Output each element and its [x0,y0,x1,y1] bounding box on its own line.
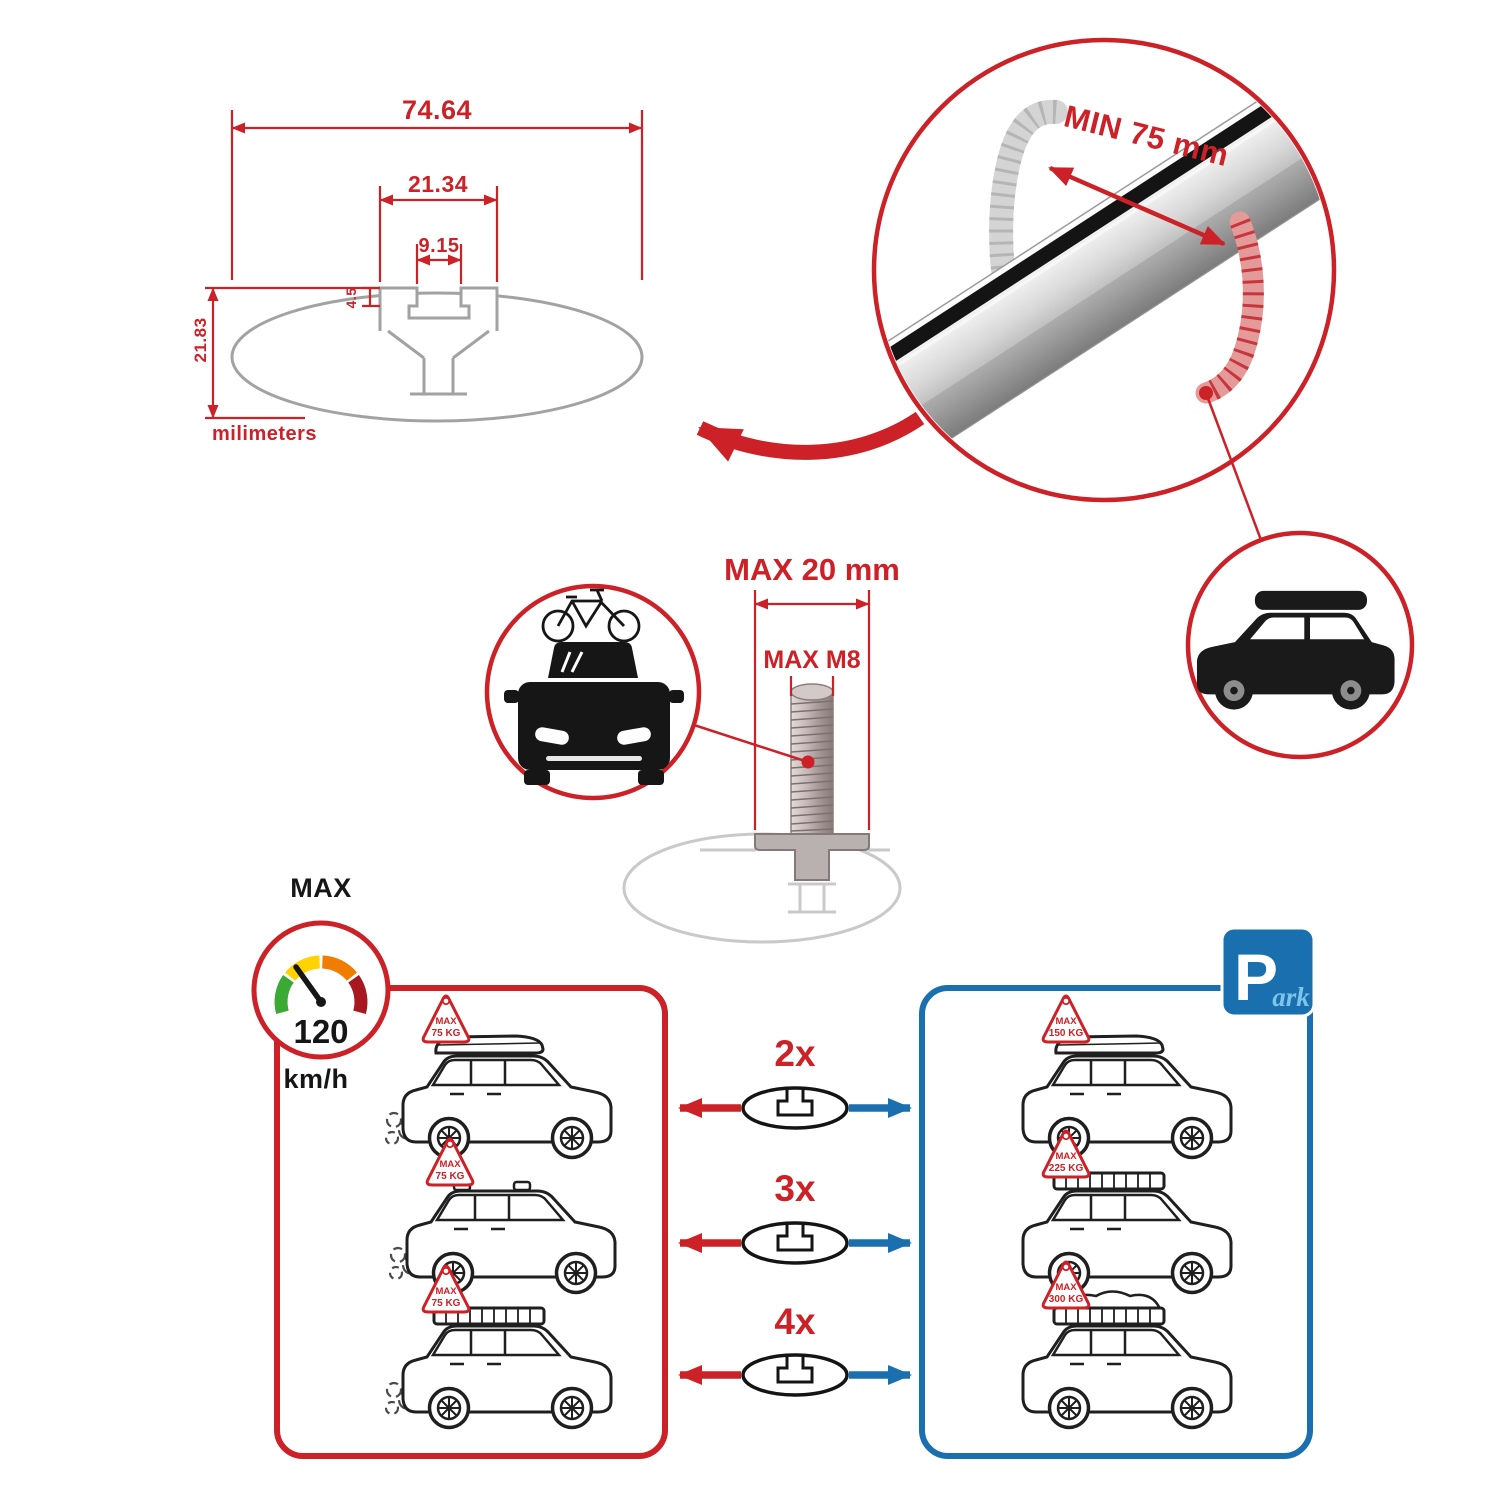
driving-car-3: MAX 75 KG [384,1264,613,1430]
speedometer-dial [251,920,391,1060]
tag-line2: 300 KG [1049,1294,1084,1305]
dim-lip-depth: 4.5 [343,288,359,309]
tag-line1: MAX [1055,1016,1077,1027]
parking-sign-suffix: ark [1272,982,1310,1012]
t-bolt-illustration [754,683,870,881]
speedometer-needle [293,964,324,1005]
load-tag: MAX 225 KG [1041,1129,1091,1179]
profile-slot-block [378,286,499,331]
multiplier-2x: 2x [774,1033,816,1074]
bolt-max-thread-label: MAX M8 [763,646,860,674]
parking-sign-letter: P [1234,940,1278,1014]
multiplier-3x: 3x [774,1168,816,1209]
bolt-max-length-label: MAX 20 mm [724,552,900,587]
tag-line1: MAX [439,1159,461,1170]
load-tag: MAX 75 KG [421,994,471,1044]
speed-value: 120 [293,1013,348,1050]
tag-line2: 225 KG [1049,1163,1084,1174]
faded-profile-lines [700,848,890,914]
dim-slot-inner-width: 9.15 [419,235,460,257]
driving-car-1: MAX 75 KG [384,994,613,1160]
crossbar-section-icon [741,1353,849,1397]
min-span-label: MIN 75 mm [1061,98,1233,173]
units-label: milimeters [212,423,317,445]
tag-line2: 75 KG [432,1028,461,1039]
speed-max-label: MAX [290,873,352,903]
tag-line2: 150 KG [1049,1028,1084,1039]
car-front-icon [504,642,684,785]
dim-slot-outer-width: 21.34 [408,171,468,197]
tag-line2: 75 KG [436,1171,465,1182]
tag-line1: MAX [435,1016,457,1027]
tag-line1: MAX [1055,1282,1077,1293]
load-tag: MAX 75 KG [421,1264,471,1314]
speedometer-needle-hub [316,997,326,1007]
load-tag: MAX 150 KG [1041,994,1091,1044]
parked-panel: MAX 150 KG MAX 225 KG MAX 300 KG [1021,994,1233,1430]
detail-circle-outline [871,37,1337,503]
driving-panel: MAX 75 KG MAX 75 KG MAX 75 KG [384,994,617,1430]
load-tag: MAX 75 KG [425,1137,475,1187]
crossbar-detail-circle: MIN 75 mm [696,37,1337,541]
dimension-lines [205,110,644,420]
crossbar-section-icon [741,1221,849,1265]
speedometer-icon: MAX 120 km/h [251,873,391,1094]
arrow-to-profile-diagram [696,411,925,462]
speed-units: km/h [283,1064,348,1094]
tag-line1: MAX [435,1286,457,1297]
clamp-strap-front-icon [1195,211,1264,404]
profile-ellipse [230,291,644,423]
vehicle-front-circle [484,583,702,801]
parked-car-3: MAX 300 KG [1021,1260,1233,1430]
dim-total-height: 21.83 [191,317,210,362]
parking-sign-plate [1220,926,1316,1018]
multiplier-4x: 4x [774,1301,816,1342]
bolt-dimension-lines [753,590,871,830]
parking-sign: P ark [1220,926,1316,1018]
vehicle-circle [1185,530,1415,760]
crossbar-section-icon [741,1086,849,1130]
min-span-arrow [1048,165,1226,247]
profile-inner-webs [387,329,490,396]
speedometer-gauge-arcs [274,955,368,1014]
bolt-dimension-diagram: MAX 20 mm MAX M8 [622,552,902,944]
tag-line1: MAX [1055,1151,1077,1162]
callout-line-to-vehicle [1204,392,1263,541]
tag-line2: 75 KG [432,1298,461,1309]
bicycle-icon [541,588,641,643]
dim-total-width: 74.64 [402,95,472,125]
load-tag: MAX 300 KG [1041,1260,1091,1310]
driving-car-2: MAX 75 KG [388,1137,617,1295]
profile-dimension-diagram: 74.64 21.34 9.15 4.5 21.83 milimeters [191,95,644,445]
conversion-column: 2x 3x 4x [678,1033,912,1397]
parked-car-2: MAX 225 KG [1021,1129,1233,1295]
parked-car-1: MAX 150 KG [1021,994,1233,1160]
bolt-callout-line [693,723,809,764]
bolt-t-head [754,833,870,881]
